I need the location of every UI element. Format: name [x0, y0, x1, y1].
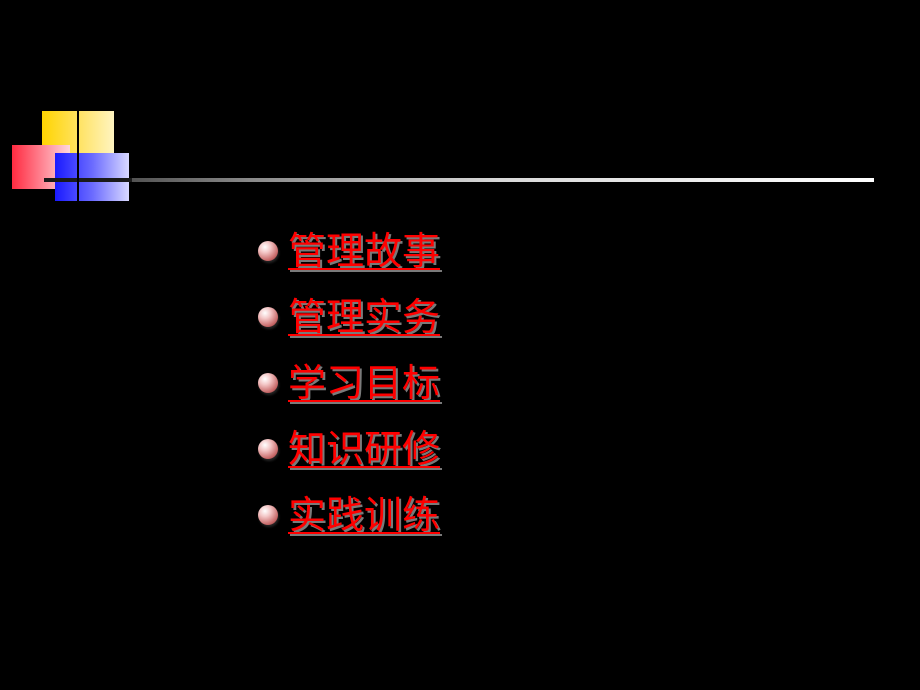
menu-link-practical-training[interactable]: 实践训练: [288, 493, 441, 537]
sphere-bullet-icon: [258, 241, 278, 261]
decorative-blue-block: [55, 153, 129, 201]
menu-link-knowledge-study[interactable]: 知识研修: [288, 427, 441, 471]
sphere-bullet-icon: [258, 307, 278, 327]
menu-link-management-story[interactable]: 管理故事: [288, 229, 441, 273]
sphere-bullet-icon: [258, 439, 278, 459]
sphere-bullet-icon: [258, 505, 278, 525]
decorative-horizontal-rule: [44, 178, 874, 182]
menu-item: 实践训练: [258, 482, 440, 548]
navigation-menu: 管理故事 管理实务 学习目标 知识研修 实践训练: [258, 218, 440, 548]
sphere-bullet-icon: [258, 373, 278, 393]
menu-item: 管理故事: [258, 218, 440, 284]
menu-link-management-practice[interactable]: 管理实务: [288, 295, 441, 339]
menu-item: 学习目标: [258, 350, 440, 416]
decorative-rule-dark-segment: [44, 178, 132, 182]
menu-item: 知识研修: [258, 416, 440, 482]
decorative-vertical-rule: [77, 100, 79, 204]
menu-link-learning-objectives[interactable]: 学习目标: [288, 361, 441, 405]
menu-item: 管理实务: [258, 284, 440, 350]
